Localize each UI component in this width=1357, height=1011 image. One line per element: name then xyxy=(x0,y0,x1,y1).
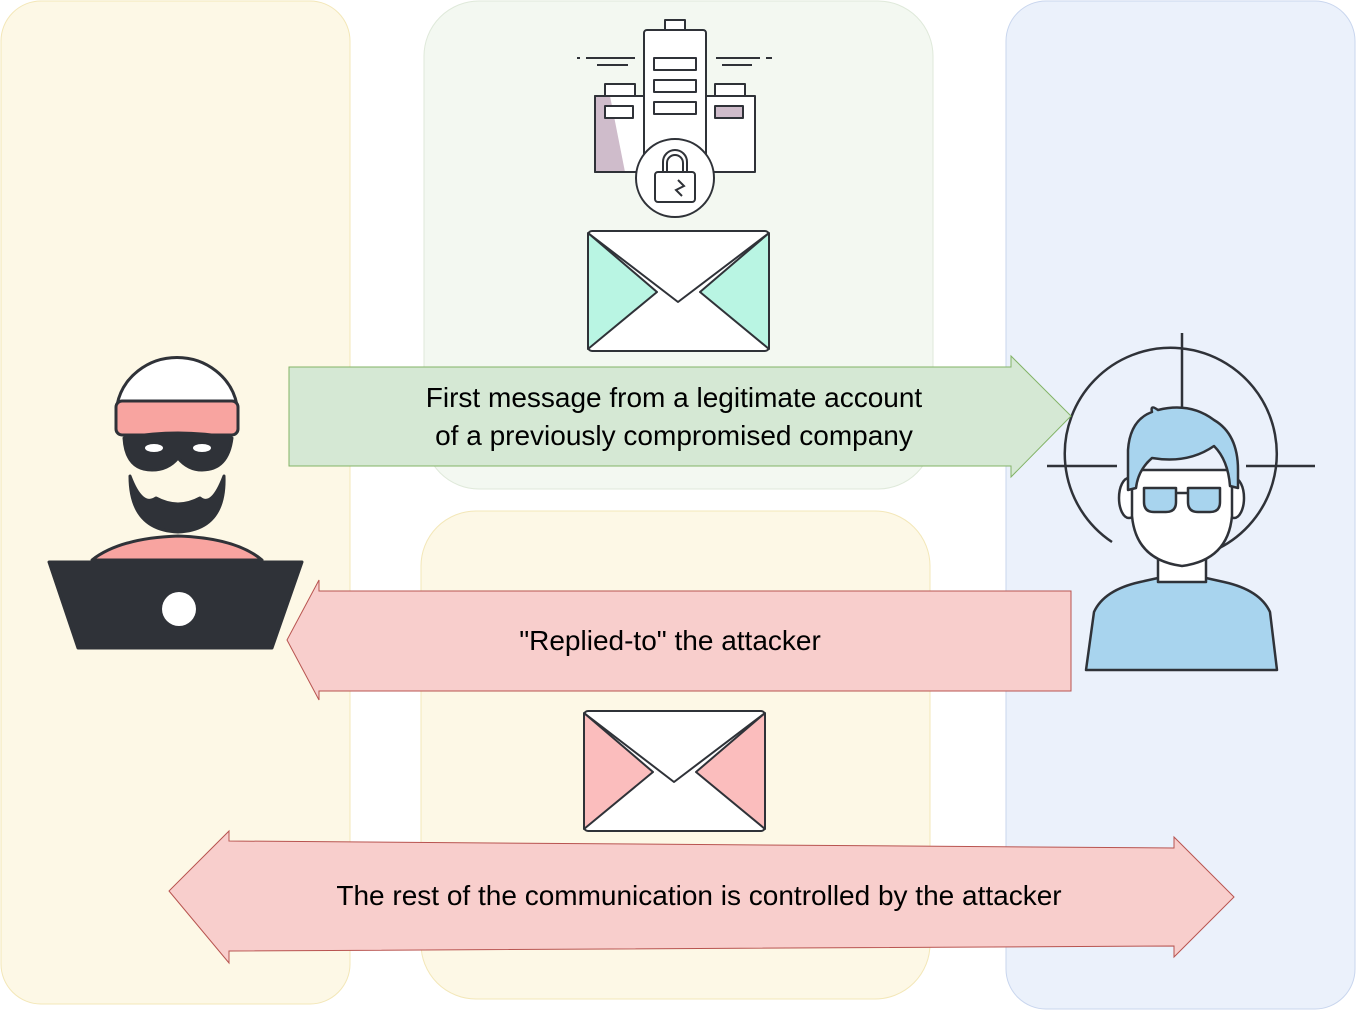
compromised-company-building-icon xyxy=(577,19,772,173)
rest-communication-text: The rest of the communication is control… xyxy=(336,880,1062,911)
broken-lock-icon xyxy=(635,138,715,218)
first-message-line-1: First message from a legitimate account xyxy=(425,381,923,413)
attacker-hacker-icon xyxy=(47,356,304,650)
first-message-line-2: of a previously compromised company xyxy=(435,419,913,451)
first-message-label: First message from a legitimate account … xyxy=(300,367,1048,466)
reply-label: "Replied-to" the attacker xyxy=(320,591,1020,691)
email-envelope-icon xyxy=(583,710,766,832)
reply-arrow xyxy=(286,579,1072,701)
first-message-arrow xyxy=(288,354,1072,479)
reply-text: "Replied-to" the attacker xyxy=(519,625,821,656)
email-envelope-icon xyxy=(587,230,770,352)
rest-communication-label: The rest of the communication is control… xyxy=(229,846,1169,946)
targeted-victim-icon xyxy=(1047,333,1315,672)
rest-communication-arrow xyxy=(168,829,1235,965)
